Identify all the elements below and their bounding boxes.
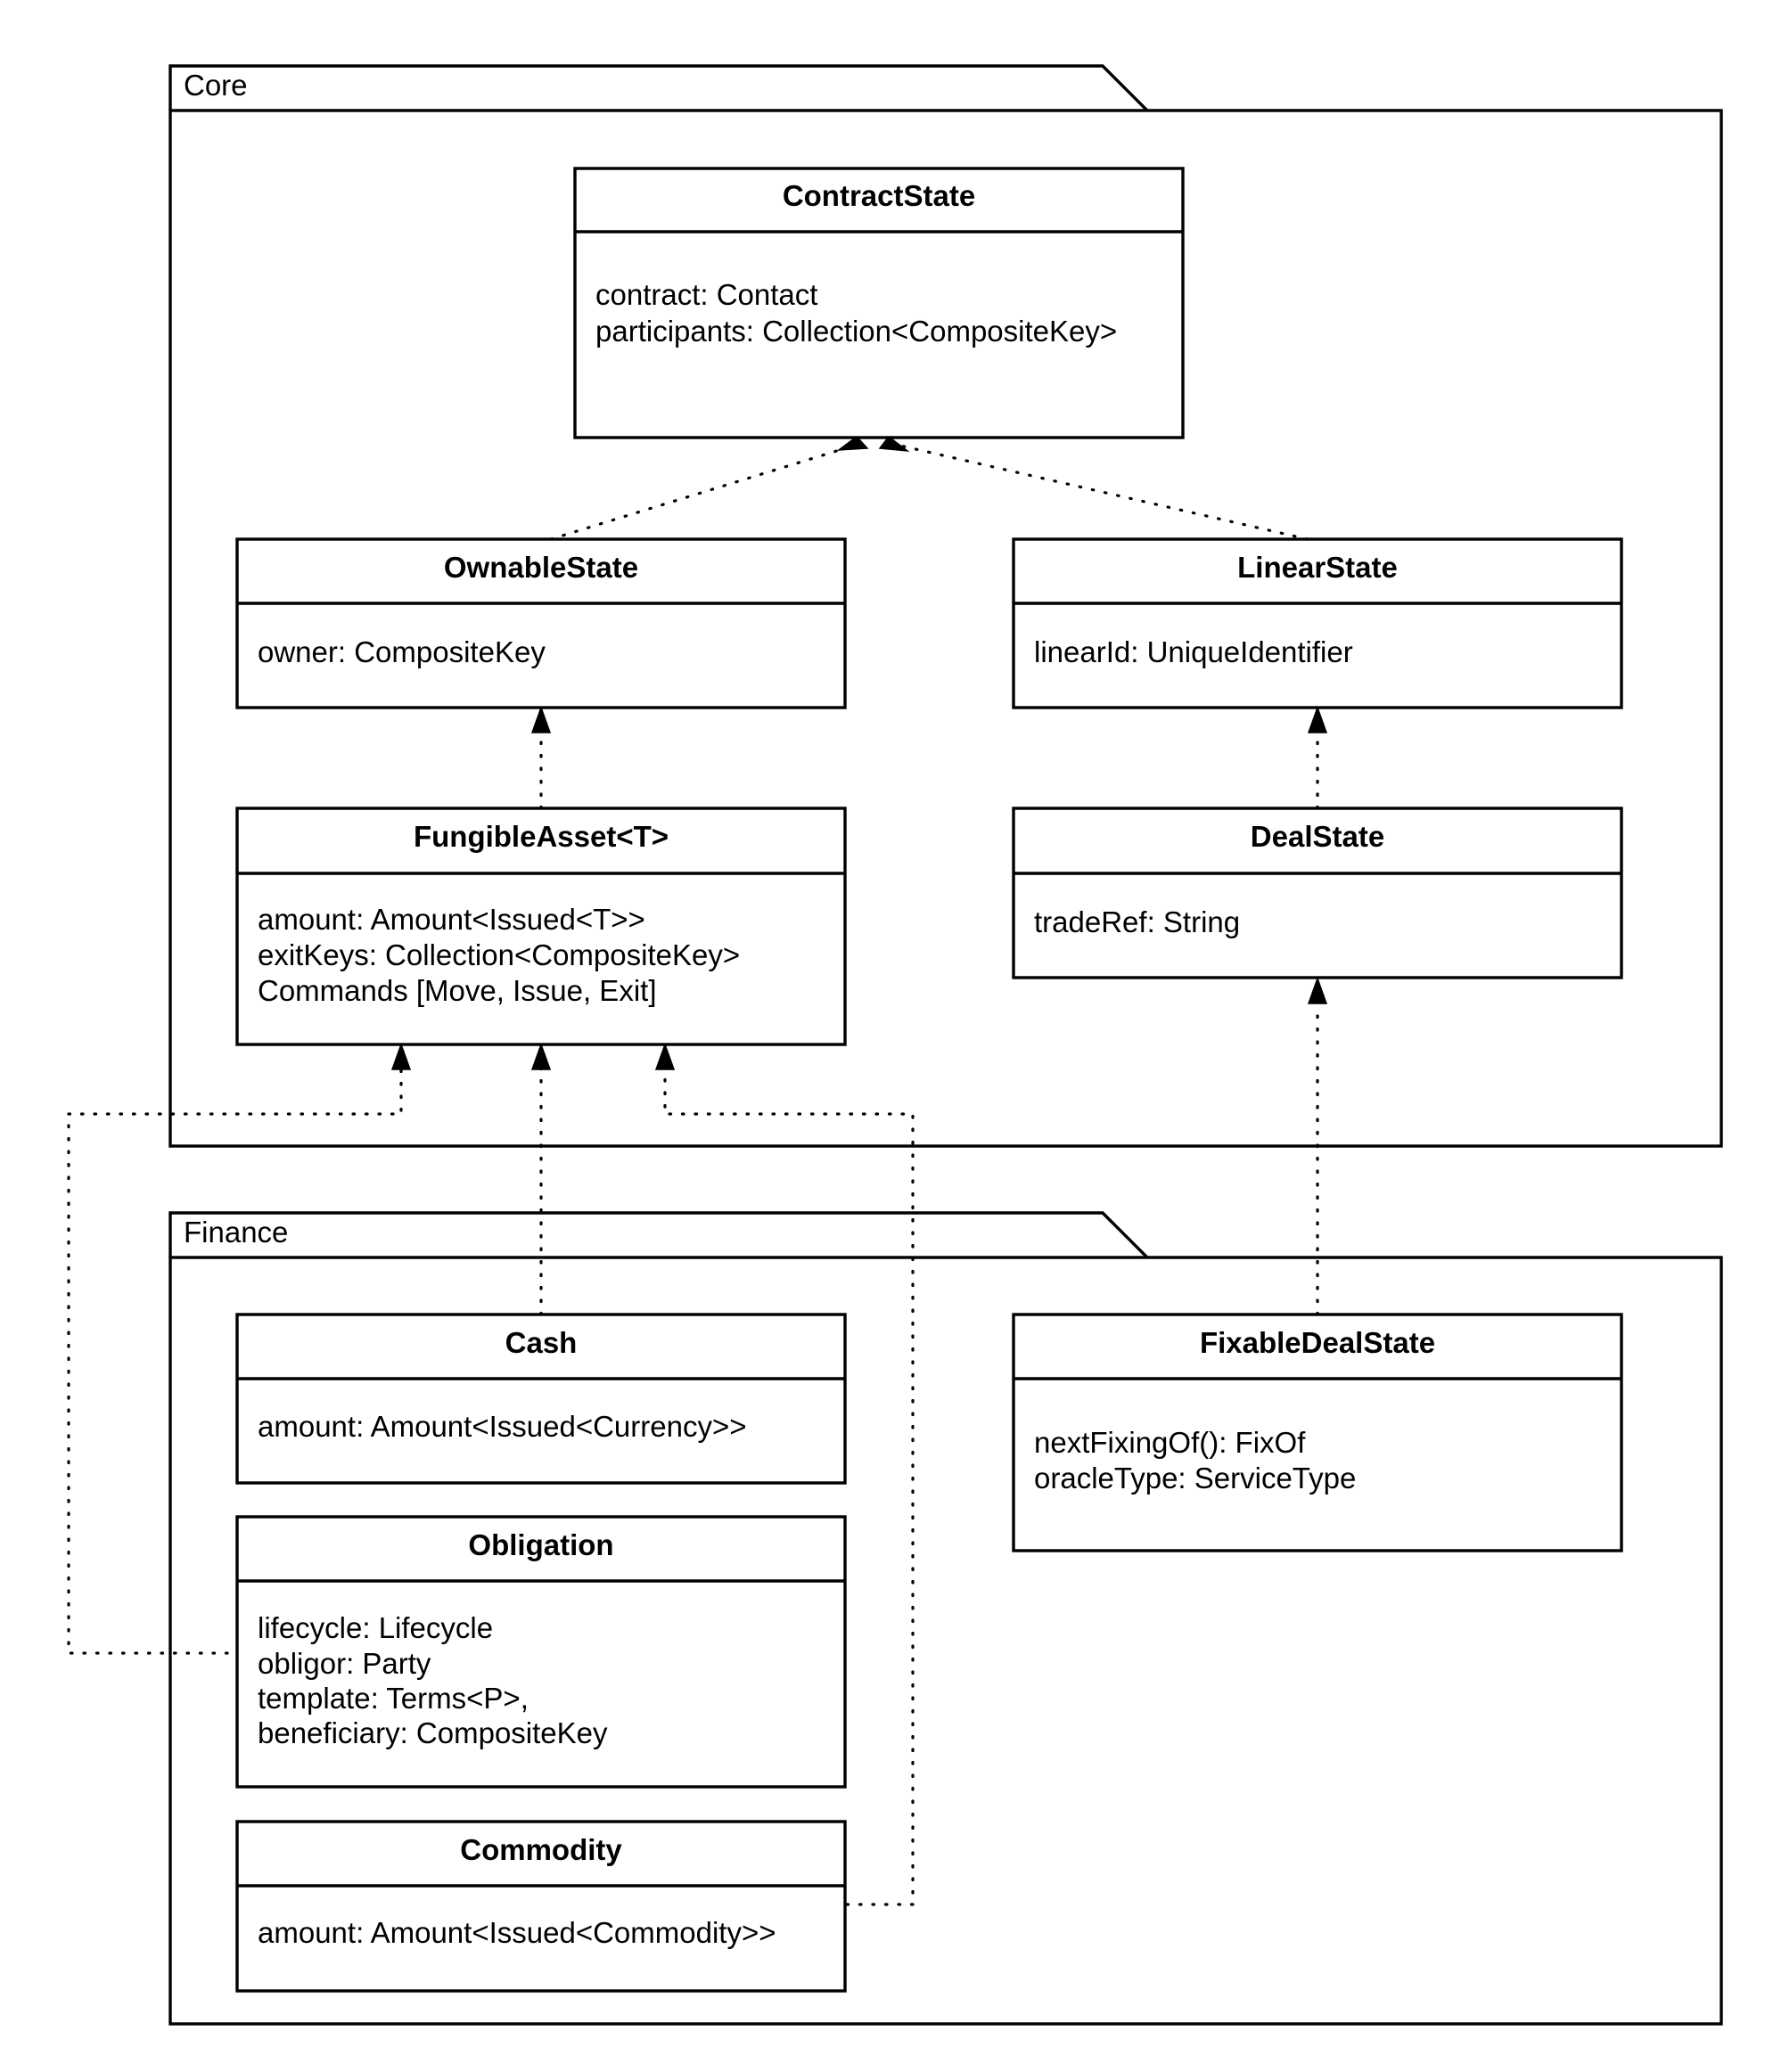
arrowhead-linear bbox=[1307, 705, 1328, 733]
package-finance: Finance bbox=[168, 1211, 1723, 2026]
arrowhead-ownable bbox=[530, 705, 552, 733]
relations bbox=[67, 435, 1328, 1906]
package-finance-label: Finance bbox=[184, 1216, 288, 1249]
class-attribute: Commands [Move, Issue, Exit] bbox=[258, 974, 656, 1007]
class-box bbox=[235, 1515, 847, 1789]
arrowhead-contract-right bbox=[878, 435, 910, 453]
class-ownable-state: OwnableState owner: CompositeKey bbox=[235, 537, 847, 709]
class-cash: Cash amount: Amount<Issued<Currency>> bbox=[235, 1313, 847, 1485]
class-attribute: amount: Amount<Issued<T>> bbox=[258, 903, 645, 936]
class-name: OwnableState bbox=[444, 551, 638, 584]
class-name: Commodity bbox=[460, 1833, 622, 1866]
class-attribute: linearId: UniqueIdentifier bbox=[1034, 635, 1353, 668]
class-box bbox=[1012, 1313, 1623, 1552]
class-commodity: Commodity amount: Amount<Issued<Commodit… bbox=[235, 1820, 847, 1993]
class-name: Obligation bbox=[468, 1528, 613, 1561]
arrowhead-fungible-right bbox=[654, 1042, 676, 1070]
package-core: Core bbox=[168, 64, 1723, 1148]
class-fixable-deal-state: FixableDealState nextFixingOf(): FixOf o… bbox=[1012, 1313, 1623, 1552]
edge-obligation-to-fungible bbox=[67, 1066, 403, 1655]
arrowhead-contract-left bbox=[836, 435, 869, 451]
class-attribute: amount: Amount<Issued<Commodity>> bbox=[258, 1916, 776, 1949]
class-obligation: Obligation lifecycle: Lifecycle obligor:… bbox=[235, 1515, 847, 1789]
package-core-frame bbox=[168, 109, 1723, 1148]
class-name: ContractState bbox=[783, 179, 975, 212]
arrowhead-deal bbox=[1307, 976, 1328, 1004]
class-attribute: lifecycle: Lifecycle bbox=[258, 1611, 493, 1644]
class-deal-state: DealState tradeRef: String bbox=[1012, 807, 1623, 979]
class-attribute: contract: Contact bbox=[595, 278, 817, 311]
class-attribute: amount: Amount<Issued<Currency>> bbox=[258, 1410, 747, 1443]
edge-linear-to-contract bbox=[899, 444, 1309, 541]
class-name: FixableDealState bbox=[1200, 1326, 1435, 1359]
edge-ownable-to-contract bbox=[549, 444, 856, 541]
class-attribute: obligor: Party bbox=[258, 1647, 431, 1680]
class-name: LinearState bbox=[1237, 551, 1398, 584]
class-linear-state: LinearState linearId: UniqueIdentifier bbox=[1012, 537, 1623, 709]
package-core-label: Core bbox=[184, 69, 248, 102]
arrowhead-fungible-center bbox=[530, 1042, 552, 1070]
class-name: Cash bbox=[505, 1326, 578, 1359]
class-contract-state: ContractState contract: Contact particip… bbox=[573, 167, 1185, 439]
class-attribute: participants: Collection<CompositeKey> bbox=[595, 315, 1117, 348]
class-box bbox=[1012, 807, 1623, 979]
class-box bbox=[235, 537, 847, 709]
class-box bbox=[573, 167, 1185, 439]
package-finance-tab bbox=[168, 1211, 1149, 1259]
class-fungible-asset: FungibleAsset<T> amount: Amount<Issued<T… bbox=[235, 807, 847, 1046]
package-core-tab bbox=[168, 64, 1149, 112]
class-name: DealState bbox=[1251, 820, 1384, 853]
package-finance-frame bbox=[168, 1256, 1723, 2026]
class-box bbox=[235, 1820, 847, 1993]
class-attribute: beneficiary: CompositeKey bbox=[258, 1716, 608, 1749]
class-attribute: template: Terms<P>, bbox=[258, 1682, 529, 1715]
class-attribute: oracleType: ServiceType bbox=[1034, 1462, 1356, 1495]
class-box bbox=[235, 1313, 847, 1485]
class-attribute: nextFixingOf(): FixOf bbox=[1034, 1426, 1306, 1459]
class-attribute: owner: CompositeKey bbox=[258, 635, 546, 668]
class-box bbox=[1012, 537, 1623, 709]
arrowhead-fungible-left bbox=[390, 1042, 412, 1070]
class-box bbox=[235, 807, 847, 1046]
class-attribute: tradeRef: String bbox=[1034, 905, 1240, 938]
class-attribute: exitKeys: Collection<CompositeKey> bbox=[258, 938, 740, 971]
class-name: FungibleAsset<T> bbox=[414, 820, 669, 853]
